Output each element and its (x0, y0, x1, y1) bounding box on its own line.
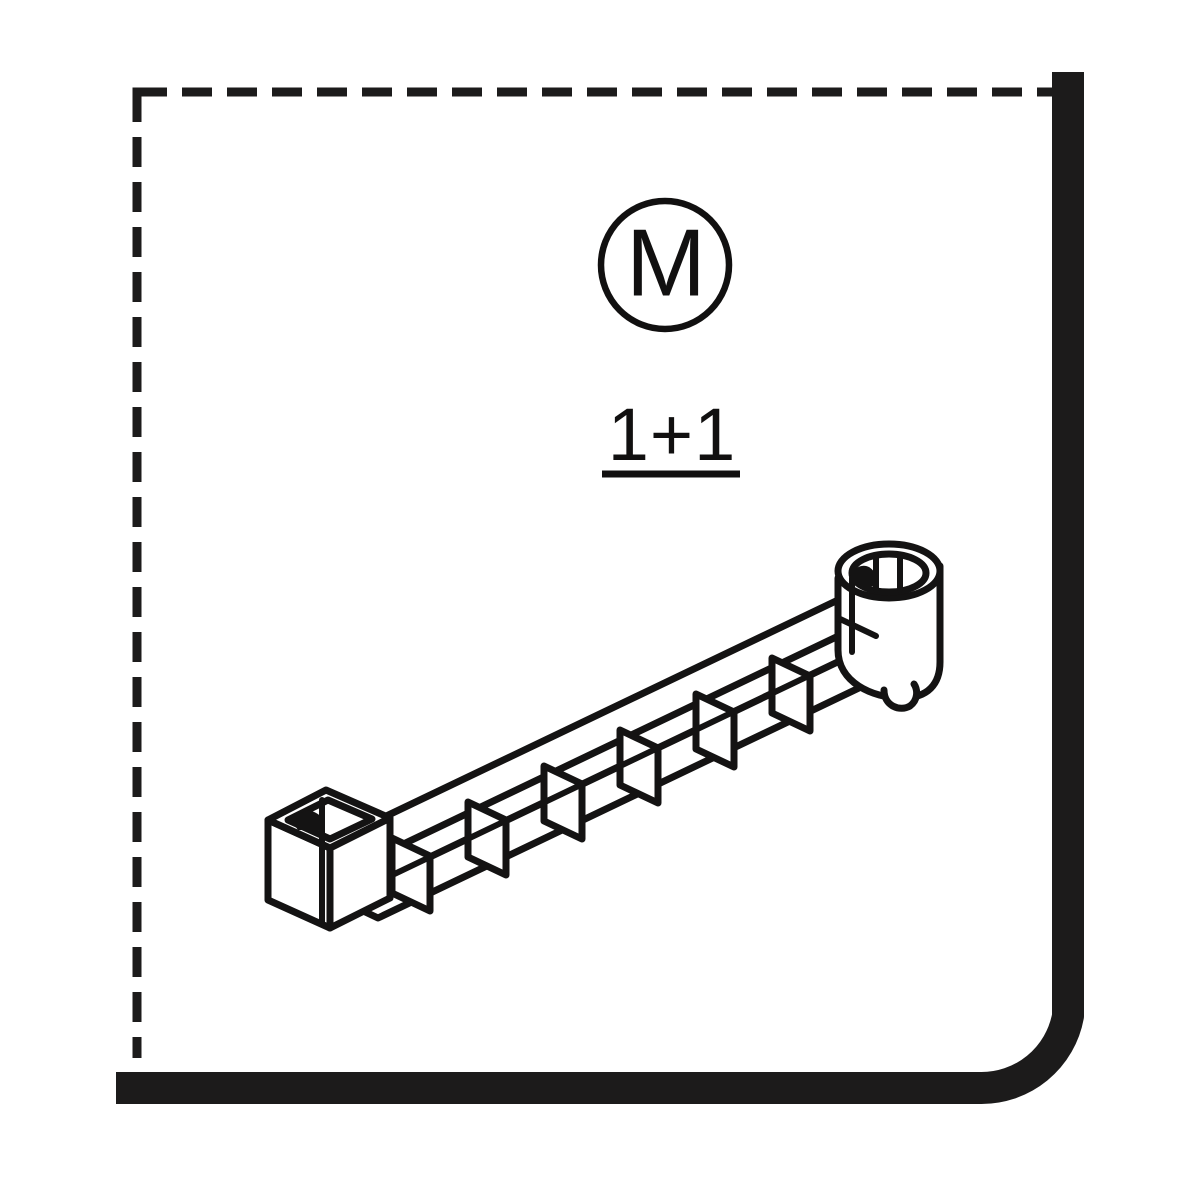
beam-to-socket-joint (835, 615, 879, 639)
round-socket-tab (850, 565, 874, 586)
round-socket (834, 540, 944, 712)
dashed-guide-border (132, 87, 1064, 1058)
badge-letter: M (626, 209, 706, 316)
part-drawing (264, 540, 944, 932)
square-socket (264, 786, 394, 932)
part-letter-badge: M (597, 197, 733, 333)
badge-circle (597, 197, 733, 333)
square-socket-tab (292, 810, 322, 830)
quantity-callout: 1+1 (602, 393, 740, 478)
round-socket-bottom-nub (880, 680, 921, 712)
beam-front-bottom-line (337, 655, 849, 903)
beam-front-top-line (329, 597, 841, 845)
solid-page-edge (116, 72, 1084, 1104)
quantity-text: 1+1 (608, 393, 737, 476)
